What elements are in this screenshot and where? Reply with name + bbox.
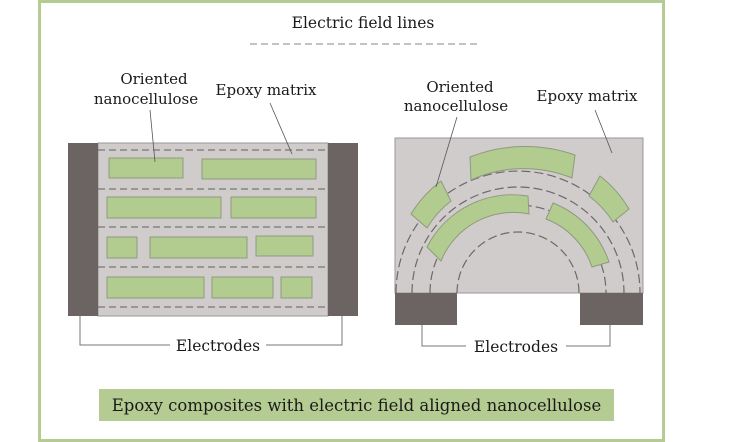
fiber: [426, 194, 530, 262]
fiber: [106, 196, 222, 219]
left-panel: Oriented nanocellulose Epoxy matrix: [68, 70, 358, 355]
fiber: [280, 276, 313, 299]
fiber: [410, 180, 452, 229]
right-leader-nanocellulose: [435, 116, 458, 188]
fiber: [106, 276, 205, 299]
right-label-matrix: Epoxy matrix: [537, 87, 638, 105]
right-label-electrodes: Electrodes: [474, 338, 558, 356]
fiber: [469, 145, 576, 181]
right-electrode-bracket-left: [421, 325, 466, 347]
right-electrode-2: [580, 293, 643, 325]
right-electrode-1: [395, 293, 457, 325]
left-leader-matrix: [269, 102, 293, 155]
left-label-nanocellulose-line2: nanocellulose: [94, 90, 198, 108]
fiber: [588, 175, 630, 223]
fiber: [106, 236, 138, 259]
legend-title: Electric field lines: [292, 14, 435, 32]
left-electrode-bracket-right: [266, 316, 343, 346]
left-nanocellulose-fibers: [106, 157, 317, 299]
fiber: [230, 196, 317, 219]
figure-frame: [38, 0, 665, 442]
left-field-lines: [98, 149, 328, 308]
left-electrode-1: [68, 143, 98, 316]
fiber: [255, 235, 314, 257]
left-electrode-2: [328, 143, 358, 316]
right-leader-matrix: [594, 109, 613, 154]
right-label-nanocellulose-line1: Oriented: [426, 78, 494, 96]
right-field-line: [395, 170, 641, 294]
left-leader-nanocellulose: [149, 109, 156, 163]
fiber: [201, 158, 317, 180]
right-panel: Oriented nanocellulose Epoxy matrix: [394, 78, 644, 356]
fiber: [108, 157, 184, 179]
right-nanocellulose-fibers: [410, 145, 630, 268]
right-label-nanocellulose-line2: nanocellulose: [404, 97, 508, 115]
figure-caption: Epoxy composites with electric field ali…: [99, 389, 614, 421]
fiber: [545, 202, 610, 268]
left-electrode-bracket-left: [79, 316, 170, 346]
right-field-line: [456, 231, 580, 294]
fiber: [211, 276, 274, 299]
left-label-nanocellulose-line1: Oriented: [120, 70, 188, 88]
caption-text: Epoxy composites with electric field ali…: [111, 395, 602, 415]
left-label-electrodes: Electrodes: [176, 337, 260, 355]
left-label-matrix: Epoxy matrix: [216, 81, 317, 99]
right-electrode-bracket-right: [566, 325, 611, 347]
fiber: [149, 236, 248, 259]
